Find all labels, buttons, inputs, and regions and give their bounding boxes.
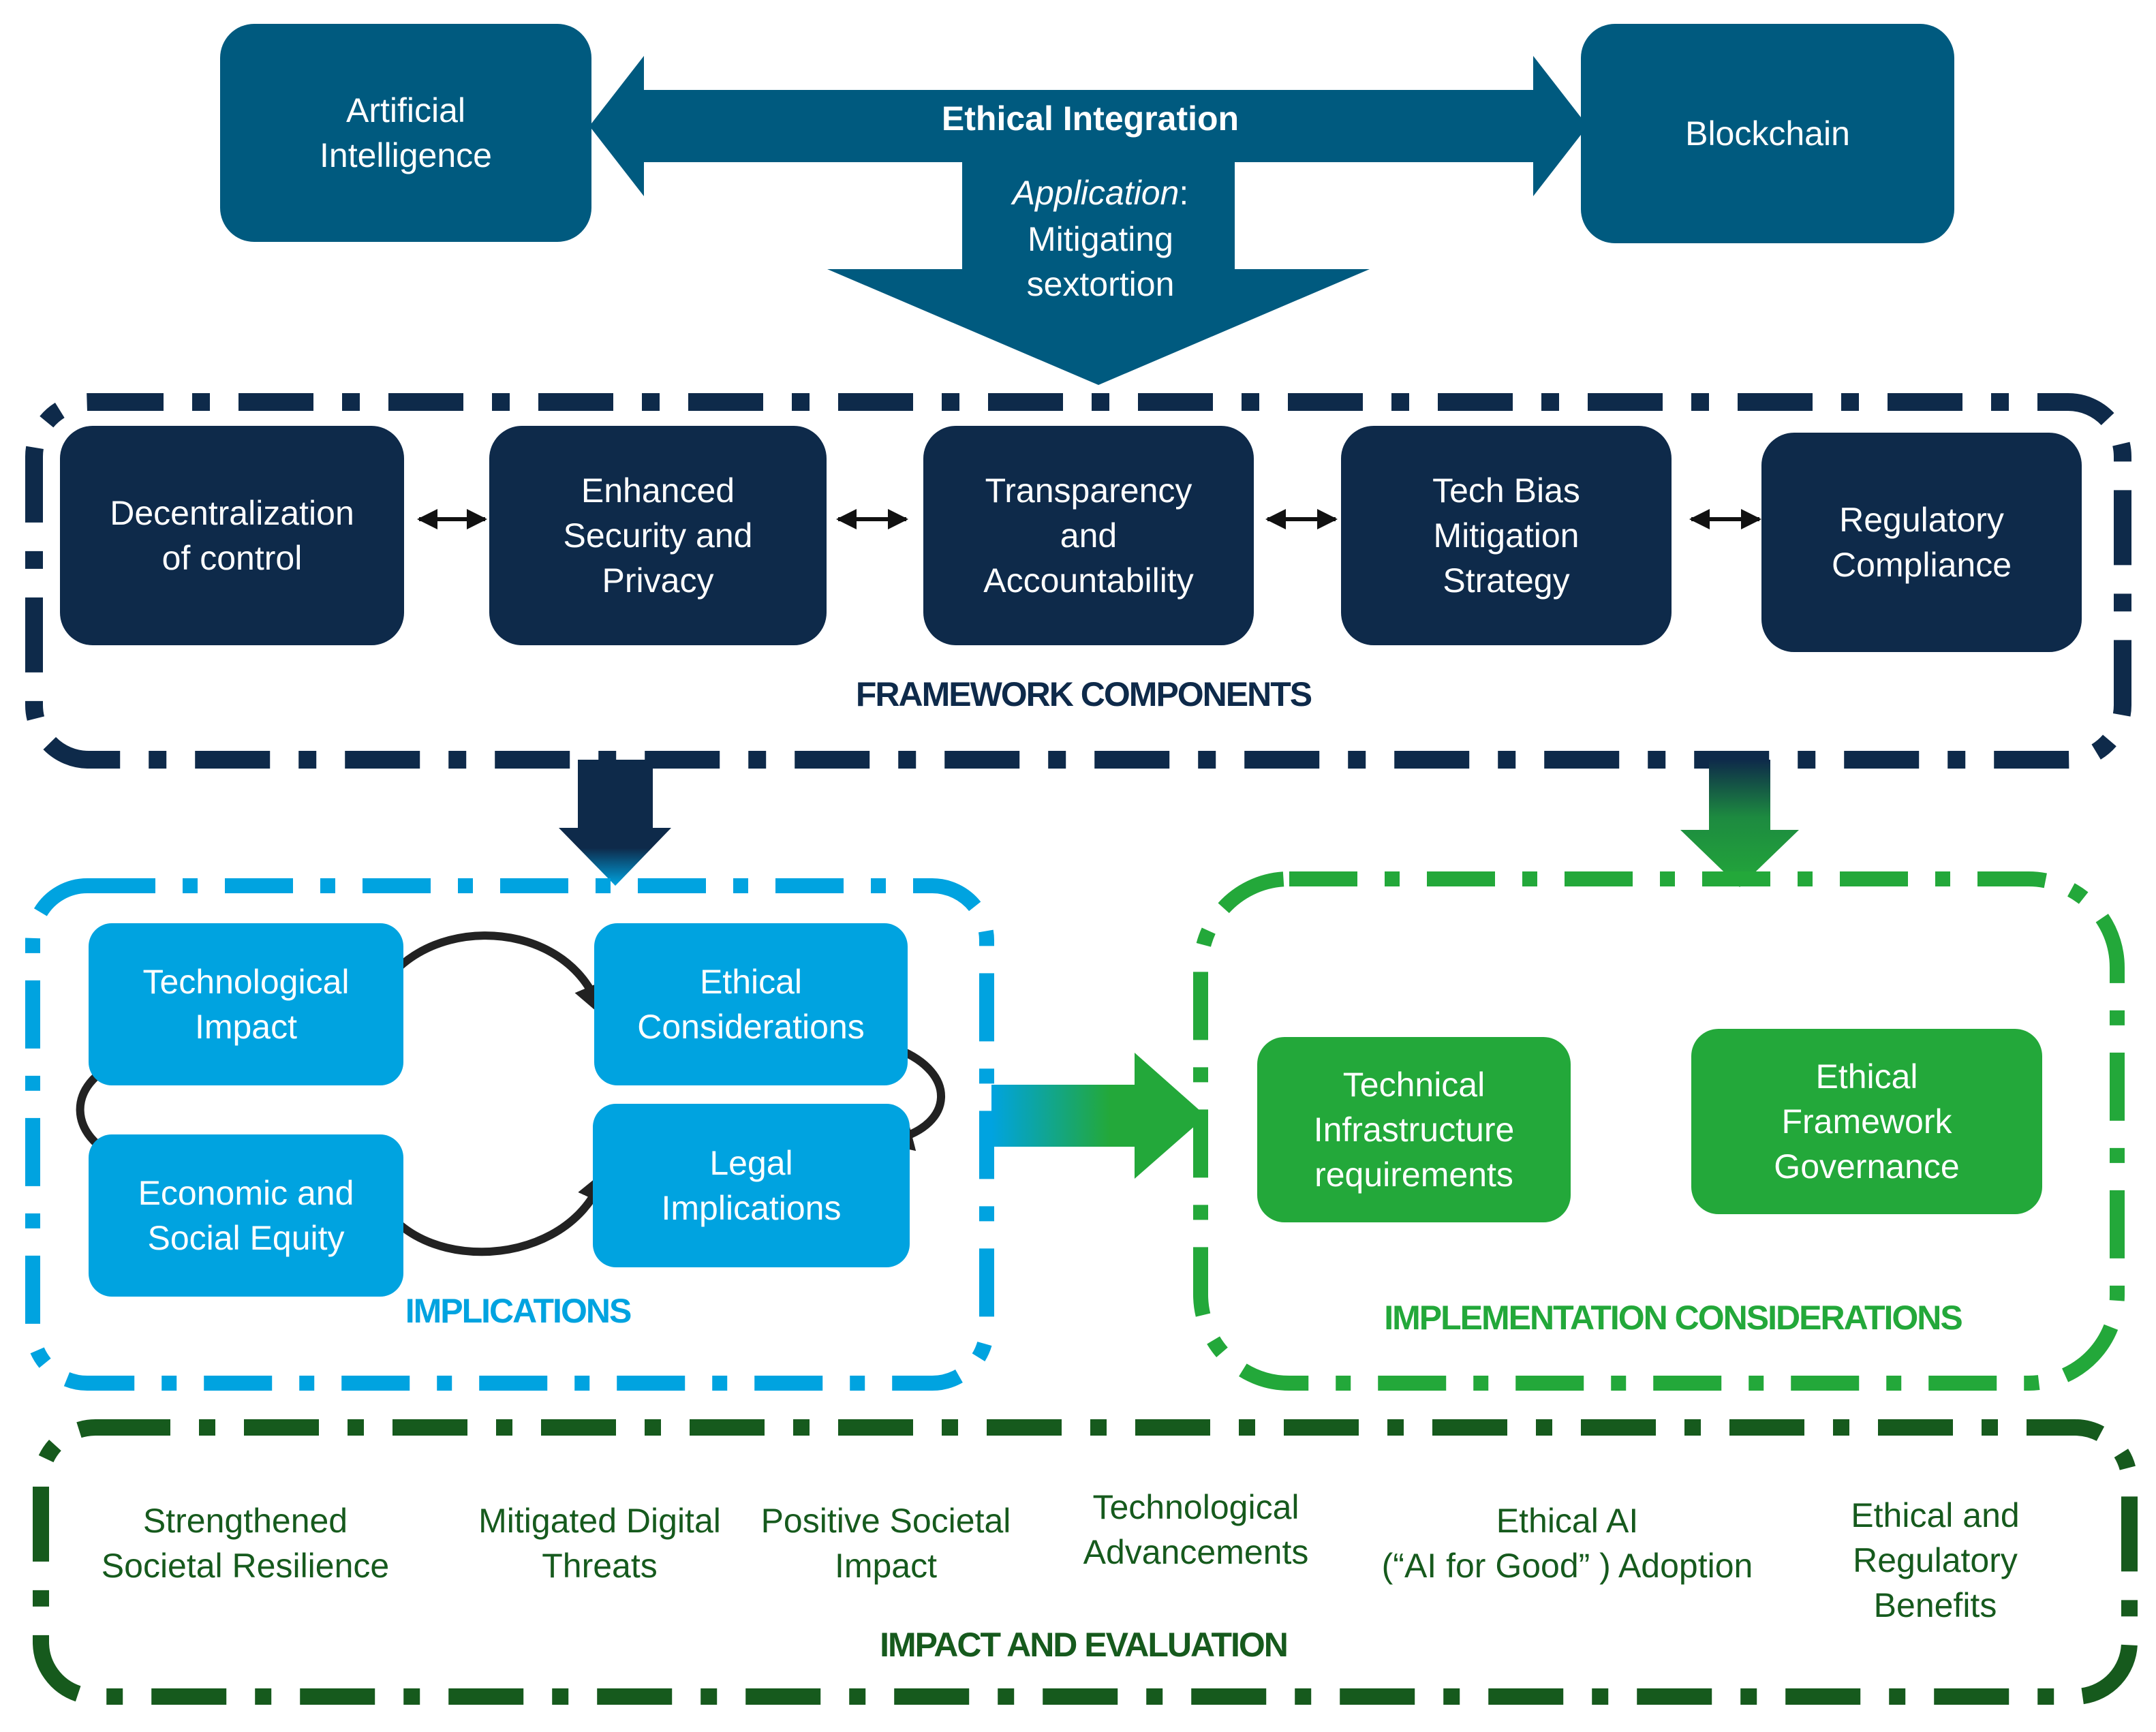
arrow-implications-to-implementation [991, 1053, 1206, 1179]
impact-item-digital-threats: Mitigated Digital Threats [478, 1502, 721, 1585]
impact-item-tech-advancements: Technological Advancements [1083, 1488, 1309, 1571]
ethical-integration-label: Ethical Integration [941, 99, 1239, 138]
blockchain-node: Blockchain [1581, 24, 1954, 243]
component-decentralization: Decentralization of control [60, 426, 404, 645]
curve-arrow-ethical-to-legal [880, 1045, 945, 1151]
application-label: Application: [954, 170, 1247, 215]
component-security-privacy: Enhanced Security and Privacy [489, 426, 827, 645]
component-tech-bias: Tech Bias Mitigation Strategy [1341, 426, 1672, 645]
application-text: Mitigating sextortion [1026, 220, 1175, 303]
impact-frame [33, 1419, 2138, 1705]
implementation-title: IMPLEMENTATION CONSIDERATIONS [1384, 1299, 1963, 1337]
implications-frame [25, 878, 994, 1391]
curve-arrow-tech-to-ethical [369, 931, 605, 1017]
impact-title: IMPACT AND EVALUATION [880, 1626, 1289, 1664]
implication-ethical-considerations: Ethical Considerations [594, 923, 908, 1085]
impact-item-societal-resilience: Strengthened Societal Resilience [101, 1502, 390, 1585]
implications-title: IMPLICATIONS [405, 1292, 632, 1330]
artificial-intelligence-node: Artificial Intelligence [220, 24, 591, 242]
implementation-frame [1193, 871, 2125, 1391]
ethical-integration-double-arrow [589, 56, 1588, 196]
application-suffix: : [1179, 174, 1189, 212]
component-regulatory: Regulatory Compliance [1761, 433, 2082, 652]
implementation-technical-infrastructure: Technical Infrastructure requirements [1257, 1037, 1571, 1222]
curve-arrow-economic-to-legal [369, 1169, 608, 1256]
impact-item-societal-impact: Positive Societal Impact [760, 1502, 1011, 1585]
implication-technological-impact: Technological Impact [89, 923, 403, 1085]
application-down-arrow [827, 157, 1370, 385]
application-prefix: Application [1012, 174, 1180, 212]
impact-item-ai-for-good: Ethical AI (“AI for Good” ) Adoption [1381, 1502, 1753, 1585]
implication-legal: Legal Implications [593, 1104, 910, 1267]
arrow-to-implementation [1680, 760, 1799, 887]
impact-item-regulatory-benefits: Ethical and Regulatory Benefits [1851, 1496, 2020, 1624]
implication-economic-social-equity: Economic and Social Equity [89, 1134, 403, 1297]
implementation-ethical-governance: Ethical Framework Governance [1691, 1029, 2042, 1214]
component-transparency: Transparency and Accountability [923, 426, 1254, 645]
arrow-to-implications [559, 760, 671, 886]
framework-title: FRAMEWORK COMPONENTS [855, 675, 1312, 713]
